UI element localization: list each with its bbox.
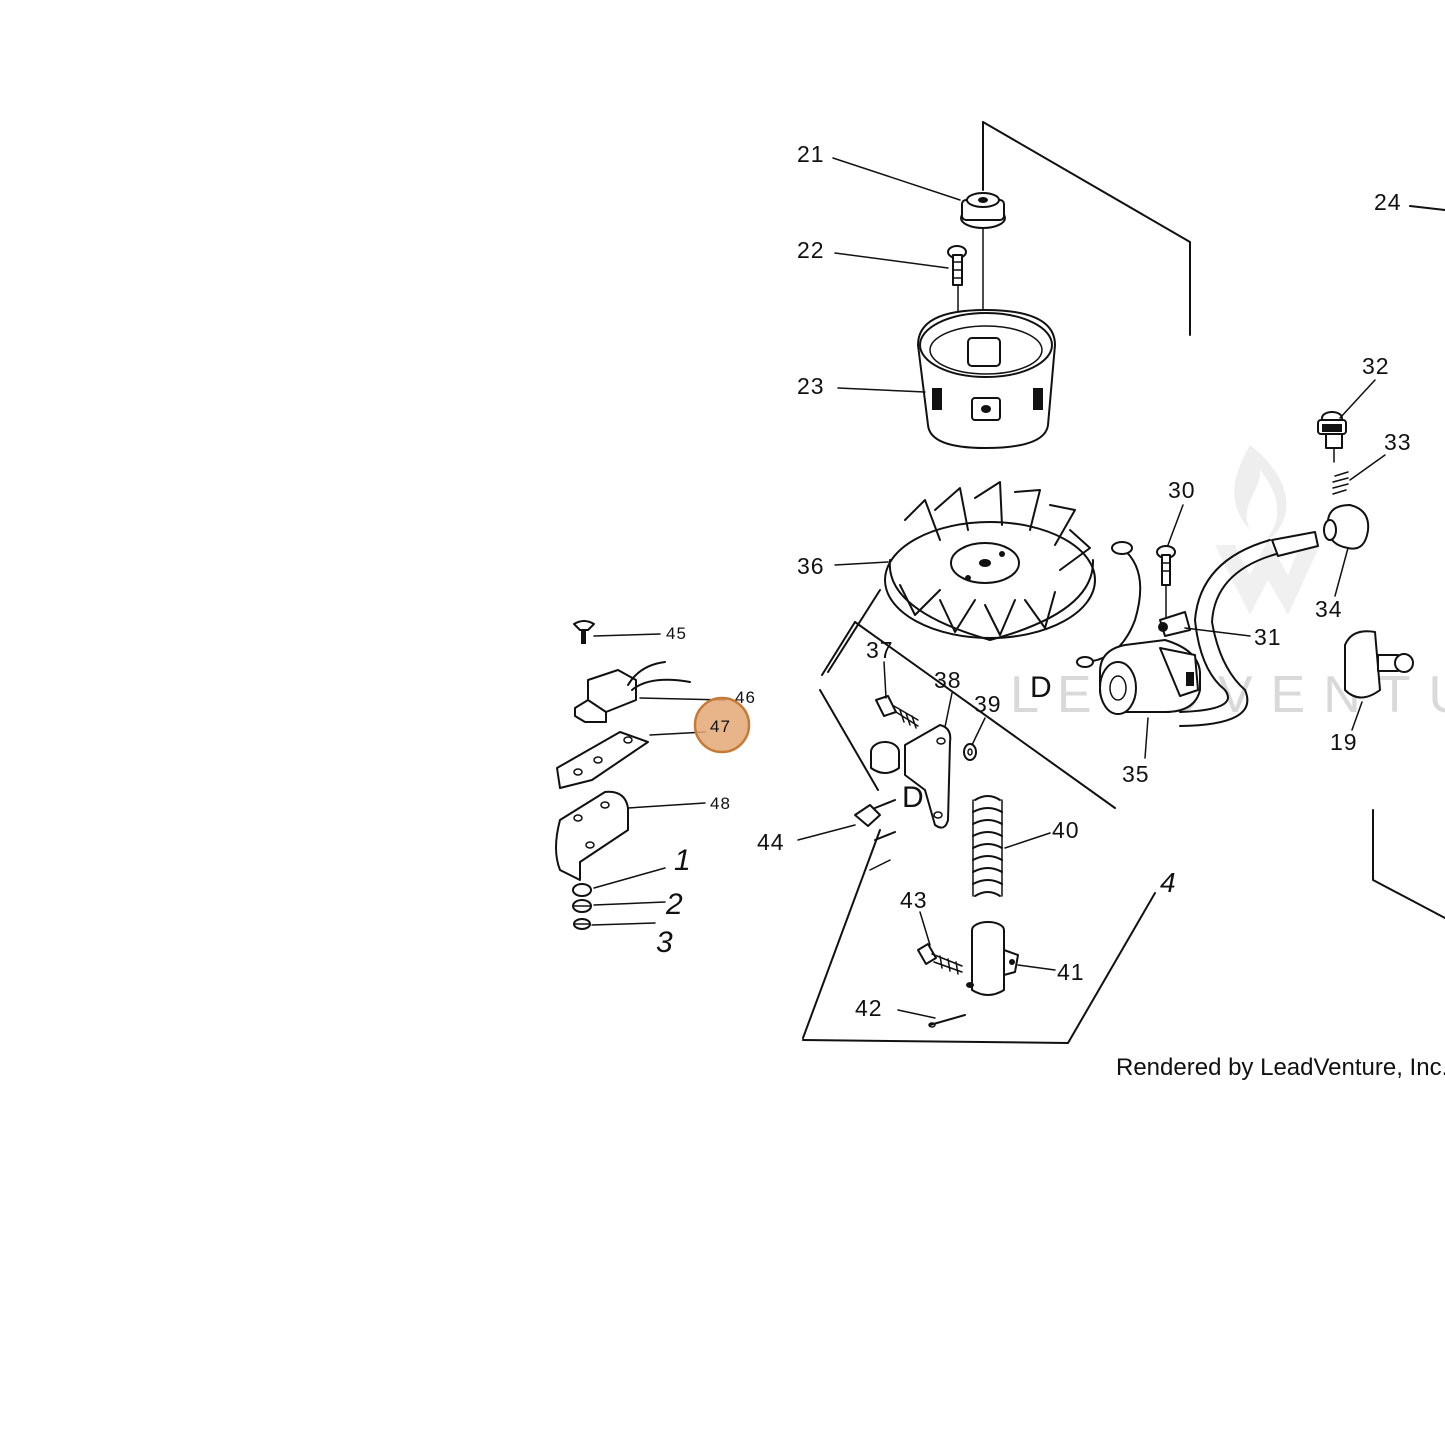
part-44-rod-end <box>854 799 896 871</box>
part-40-spring <box>972 795 1003 897</box>
part-33-spring <box>1332 471 1349 495</box>
label-part-34: 34 <box>1315 596 1343 622</box>
part-47-plate <box>556 731 649 789</box>
part-32-spark-plug <box>1317 411 1347 463</box>
part-48-bracket <box>555 790 629 881</box>
part-3-nut <box>573 918 591 930</box>
label-part-3: 3 <box>656 926 674 959</box>
label-part-46: 46 <box>735 688 756 707</box>
part-2-washer <box>572 899 592 913</box>
callout-labels: 21 22 23 24 32 33 30 36 34 31 45 37 38 3… <box>656 141 1412 1021</box>
part-31-terminal <box>1158 611 1191 637</box>
label-part-1: 1 <box>674 844 692 877</box>
label-connector-d-lower: D <box>902 781 925 814</box>
part-37-bolt <box>875 695 919 729</box>
label-part-22: 22 <box>797 237 825 263</box>
part-41-holder <box>966 921 1019 996</box>
label-part-42: 42 <box>855 995 883 1021</box>
label-part-30: 30 <box>1168 477 1196 503</box>
part-23-starter-cup <box>917 309 1056 449</box>
part-35-ignition-coil <box>1099 639 1201 715</box>
label-part-19: 19 <box>1330 729 1358 755</box>
label-part-48: 48 <box>710 794 731 813</box>
label-part-4: 4 <box>1160 867 1177 898</box>
part-21-nut <box>960 192 1006 346</box>
label-part-21: 21 <box>797 141 825 167</box>
part-39-washer <box>963 743 977 761</box>
label-part-44: 44 <box>757 829 785 855</box>
label-part-32: 32 <box>1362 353 1390 379</box>
label-part-47[interactable]: 47 <box>710 717 731 736</box>
label-part-35: 35 <box>1122 761 1150 787</box>
label-part-39: 39 <box>974 691 1002 717</box>
part-19-stop-switch <box>1344 630 1414 699</box>
part-46-module <box>574 661 691 723</box>
label-connector-d-upper: D <box>1030 671 1053 704</box>
label-part-37: 37 <box>866 637 894 663</box>
label-part-36: 36 <box>797 553 825 579</box>
part-42-pin <box>928 1014 966 1028</box>
leader-lines <box>591 157 1386 1019</box>
part-36-flywheel <box>884 481 1096 641</box>
label-part-38: 38 <box>934 667 962 693</box>
highlight-marker-47[interactable] <box>693 696 751 754</box>
label-part-2: 2 <box>665 888 684 921</box>
label-part-33: 33 <box>1384 429 1412 455</box>
label-part-31: 31 <box>1254 624 1282 650</box>
label-part-23: 23 <box>797 373 825 399</box>
outline-frame <box>802 121 1445 1044</box>
label-part-43: 43 <box>900 887 928 913</box>
part-45-screw <box>573 620 595 644</box>
label-part-24: 24 <box>1374 189 1402 215</box>
label-part-41: 41 <box>1057 959 1085 985</box>
label-part-45: 45 <box>666 624 687 643</box>
part-30-bolt <box>1156 545 1176 621</box>
part-43-bolt <box>917 943 963 975</box>
part-1-washer <box>572 883 592 897</box>
label-part-40: 40 <box>1052 817 1080 843</box>
render-credit: Rendered by LeadVenture, Inc. <box>1116 1054 1445 1081</box>
flame-logo-icon <box>1215 445 1320 615</box>
part-34-plug-cap <box>1323 504 1370 550</box>
high-tension-lead <box>1179 531 1319 727</box>
